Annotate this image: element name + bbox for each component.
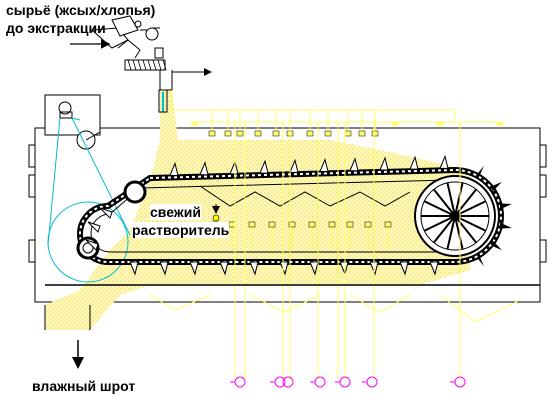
conveyor-flight xyxy=(159,261,169,276)
solvent-label-line1: свежий xyxy=(150,204,201,220)
conveyor-flight xyxy=(492,240,502,251)
conveyor-flight xyxy=(319,157,329,173)
wheel-spoke xyxy=(454,188,477,217)
spray-nozzle xyxy=(344,130,352,137)
pump-icon xyxy=(366,376,378,388)
wheel-spoke xyxy=(454,215,464,250)
spray-nozzle xyxy=(328,221,336,228)
conveyor-flight xyxy=(229,160,239,175)
conveyor-flight xyxy=(219,261,229,276)
wheel-spoke xyxy=(446,182,456,217)
spray-nozzle xyxy=(390,122,400,127)
pump-icon xyxy=(314,376,326,388)
collection-funnel xyxy=(149,294,211,311)
conveyor-flight xyxy=(189,261,199,276)
feed-label-line1: сырьё (жсых/хлопья) xyxy=(6,2,156,18)
spray-nozzle xyxy=(190,122,200,127)
spray-nozzle xyxy=(268,221,276,228)
collection-funnel xyxy=(349,294,411,313)
spray-nozzle xyxy=(272,130,280,137)
spray-nozzle xyxy=(228,221,236,228)
spray-nozzle xyxy=(364,221,372,228)
wheel-spoke xyxy=(454,182,464,217)
wheel-spoke xyxy=(423,200,456,217)
spray-nozzle xyxy=(346,221,354,228)
spray-nozzle xyxy=(254,130,262,137)
spray-nozzle xyxy=(248,221,256,228)
meal-discharge xyxy=(44,305,91,369)
conveyor-flight xyxy=(99,207,113,219)
pump-icon xyxy=(234,376,246,388)
conveyor-flight xyxy=(199,161,209,176)
collection-funnel xyxy=(249,294,321,313)
pump-icon xyxy=(282,376,294,388)
feed-label-line2: до экстракции xyxy=(6,20,106,36)
conveyor-flight xyxy=(399,261,409,276)
drive-unit xyxy=(44,94,101,150)
spray-nozzle xyxy=(308,221,316,228)
meal-label: влажный шрот xyxy=(32,378,136,394)
collecting-hoppers xyxy=(199,185,411,207)
spray-system xyxy=(45,90,540,380)
solvent-label-line2: растворитель xyxy=(132,222,230,238)
wheel-spoke xyxy=(446,215,456,250)
wheel-spoke xyxy=(433,188,456,217)
conveyor-flight xyxy=(429,261,439,276)
conveyor-flight xyxy=(499,222,512,229)
spray-nozzle xyxy=(371,130,379,137)
material-bed xyxy=(45,90,470,330)
conveyor-flight xyxy=(349,157,359,172)
conveyor-flight xyxy=(249,261,259,276)
feed-hopper xyxy=(90,15,212,113)
conveyor-flight xyxy=(379,156,389,171)
chain-conveyor xyxy=(76,154,512,276)
spray-nozzle xyxy=(324,130,332,137)
conveyor-flight xyxy=(169,161,179,176)
spray-nozzle xyxy=(224,130,232,137)
conveyor-flight xyxy=(499,203,512,210)
conveyor-flight xyxy=(339,261,349,276)
conveyor-flight xyxy=(129,261,139,276)
drive-belt xyxy=(47,117,131,283)
circulation-pumps xyxy=(230,376,466,388)
spray-nozzle xyxy=(384,221,392,228)
spray-nozzle xyxy=(288,221,296,228)
collection-funnel xyxy=(439,294,521,323)
spray-nozzle xyxy=(435,122,445,127)
conveyor-flight xyxy=(409,155,419,170)
wheel-spoke xyxy=(433,215,456,244)
fresh-solvent-inlet xyxy=(212,204,220,222)
conveyor-flight xyxy=(439,154,449,169)
spray-nozzle xyxy=(208,130,216,137)
conveyor-flight xyxy=(87,221,101,233)
conveyor-flight xyxy=(289,158,299,173)
conveyor-flight xyxy=(259,159,269,174)
spray-nozzle xyxy=(306,130,314,137)
wheel-spoke xyxy=(423,215,456,232)
conveyor-flight xyxy=(85,239,99,251)
drive-wheel xyxy=(414,175,496,257)
spray-nozzle xyxy=(236,130,244,137)
wheel-spoke xyxy=(454,215,477,244)
spray-nozzle xyxy=(495,122,505,127)
conveyor-flight xyxy=(478,165,484,180)
extractor-housing xyxy=(28,127,547,303)
conveyor-flight xyxy=(309,261,319,276)
conveyor-flight xyxy=(492,181,502,192)
spray-nozzle xyxy=(358,130,366,137)
conveyor-flight xyxy=(478,252,484,267)
